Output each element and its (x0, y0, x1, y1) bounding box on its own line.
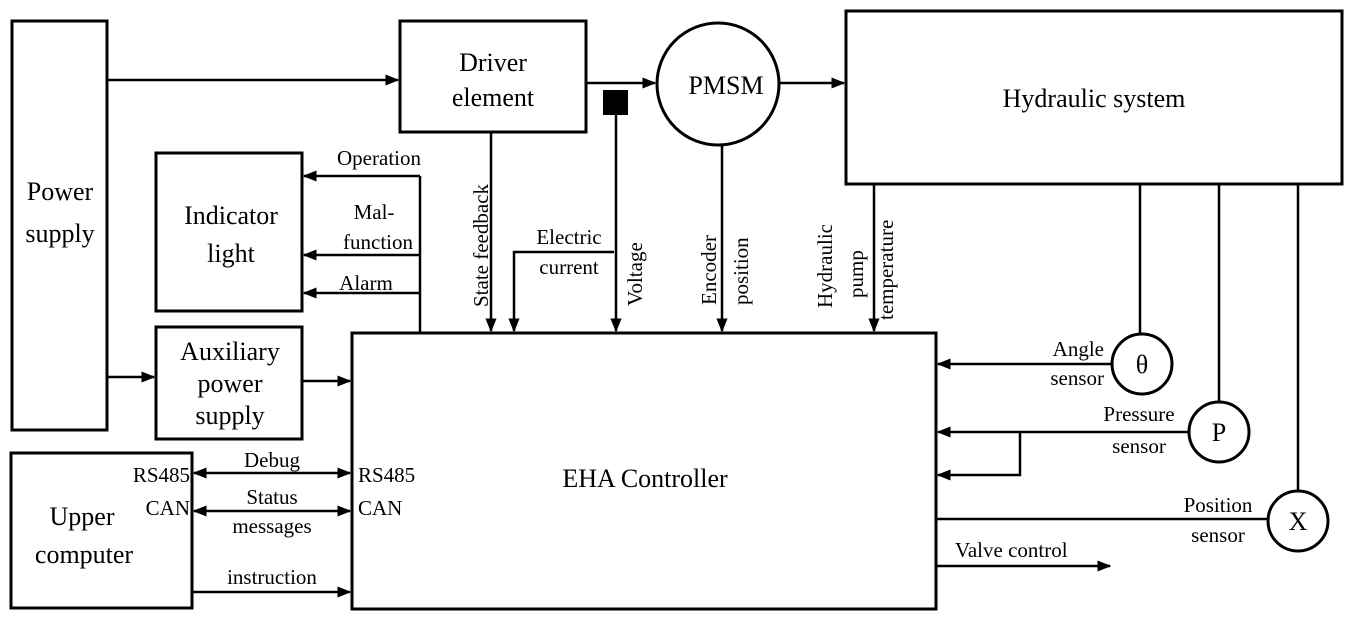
upper-port-rs485: RS485 (133, 463, 190, 487)
driver-element-label-1: Driver (459, 48, 527, 77)
position-sensor-label-2: sensor (1191, 523, 1245, 547)
position-sensor-symbol: X (1289, 507, 1308, 536)
voltage-sensor-marker (603, 90, 628, 115)
malfunction-label-2: function (343, 230, 413, 254)
angle-sensor-symbol: θ (1136, 350, 1148, 379)
angle-sensor-label-1: Angle (1053, 337, 1104, 361)
pressure-sensor-symbol: P (1212, 418, 1226, 447)
auxiliary-power-supply-block (154, 325, 304, 441)
status-label-1: Status (246, 485, 297, 509)
pressure-sensor-label-2: sensor (1112, 434, 1166, 458)
status-label-2: messages (232, 514, 311, 538)
state-feedback-label: State feedback (469, 183, 493, 307)
pmsm-label: PMSM (688, 71, 763, 100)
indicator-light-block (154, 151, 304, 313)
debug-label: Debug (244, 448, 300, 472)
pressure-sensor-label-1: Pressure (1103, 402, 1174, 426)
indicator-light-label-2: light (207, 239, 255, 268)
voltage-label: Voltage (623, 242, 647, 306)
position-sensor-label-1: Position (1184, 493, 1253, 517)
upper-computer-label-2: computer (35, 540, 134, 569)
auxiliary-label-2: power (198, 369, 263, 398)
upper-port-can: CAN (146, 496, 190, 520)
driver-element-label-2: element (452, 83, 535, 112)
controller-port-rs485: RS485 (358, 463, 415, 487)
pressure-sensor-arrow-2 (936, 432, 1022, 481)
pump-label: pump (844, 250, 868, 298)
malfunction-label-1: Mal- (354, 200, 395, 224)
eha-controller-label: EHA Controller (562, 464, 728, 493)
upper-computer-label-1: Upper (50, 502, 115, 531)
operation-label: Operation (337, 146, 421, 170)
hydraulic-system-label: Hydraulic system (1003, 84, 1186, 113)
controller-port-can: CAN (358, 496, 402, 520)
indicator-light-label-1: Indicator (184, 201, 278, 230)
power-supply-label-2: supply (25, 219, 94, 248)
electric-current-label-1: Electric (536, 225, 601, 249)
auxiliary-label-1: Auxiliary (180, 337, 280, 366)
hydraulic-label: Hydraulic (813, 224, 837, 308)
electric-current-label-2: current (539, 255, 599, 279)
encoder-label: Encoder (697, 235, 721, 305)
valve-control-label: Valve control (955, 538, 1068, 562)
eha-controller-block (350, 331, 938, 611)
position-label: position (729, 237, 753, 305)
driver-element-block (398, 19, 588, 134)
power-supply-block (10, 19, 109, 432)
hydraulic-system-block (844, 9, 1344, 186)
power-supply-label-1: Power (27, 177, 94, 206)
auxiliary-label-3: supply (195, 401, 264, 430)
alarm-label: Alarm (339, 271, 393, 295)
instruction-label: instruction (227, 565, 317, 589)
angle-sensor-label-2: sensor (1050, 366, 1104, 390)
upper-computer-block (9, 451, 194, 610)
electric-current-arrow (508, 250, 614, 333)
temperature-label: temperature (874, 220, 898, 320)
